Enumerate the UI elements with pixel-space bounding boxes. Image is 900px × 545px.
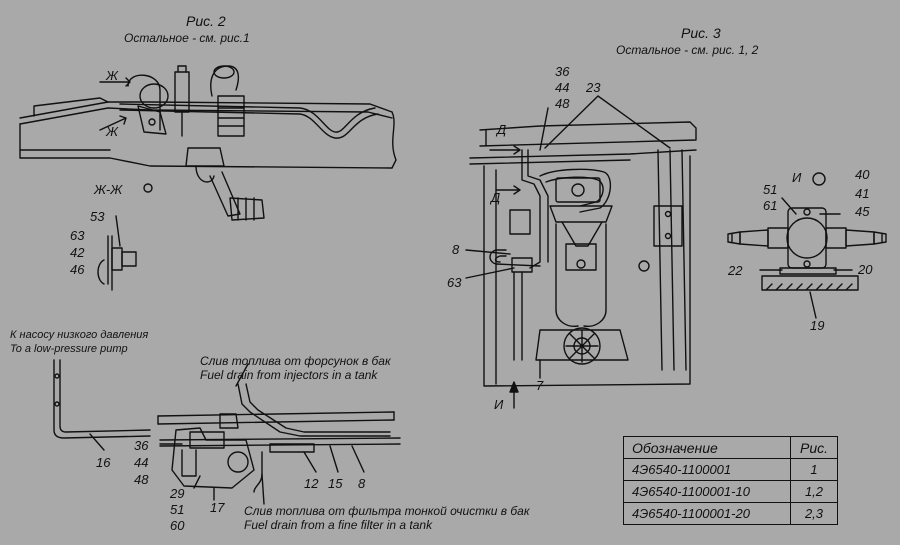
table-cell-fig: 1 — [790, 458, 838, 481]
section-clamp-drawing — [97, 183, 153, 291]
callout-42: 42 — [70, 245, 85, 260]
fig2-frame-assembly — [19, 65, 397, 221]
fig3-title: Рис. 3 — [681, 25, 721, 41]
table-cell-fig: 2,3 — [790, 502, 838, 525]
fig1-callout-29: 29 — [170, 486, 185, 501]
fig3-callout-8: 8 — [452, 242, 460, 257]
detail-callout-61: 61 — [763, 198, 778, 213]
fig1-bottom-assembly — [53, 359, 401, 505]
drain-filter-caption-ru: Слив топлива от фильтра тонкой очистки в… — [244, 504, 530, 518]
table-cell-designation: 4Э6540-1100001-20 — [623, 502, 791, 525]
header-designation: Обозначение — [623, 436, 791, 459]
fig1-callout-36: 36 — [134, 438, 149, 453]
fig1-callout-60: 60 — [170, 518, 185, 533]
detail-callout-20: 20 — [858, 262, 873, 277]
detail-callout-40: 40 — [855, 167, 870, 182]
callout-53: 53 — [90, 209, 105, 224]
fig3-view-mark-bottom: Д — [491, 190, 501, 205]
fig1-callout-8: 8 — [358, 476, 366, 491]
detail-i-valve — [727, 172, 887, 319]
fig1-callout-16: 16 — [96, 455, 111, 470]
drain-injectors-caption-en: Fuel drain from injectors in a tank — [200, 368, 378, 382]
table-row: 4Э6540-1100001 1 — [623, 458, 838, 481]
pump-caption-en: To a low-pressure pump — [10, 343, 128, 355]
fig1-callout-51: 51 — [170, 502, 185, 517]
table-cell-designation: 4Э6540-1100001 — [623, 458, 791, 481]
table-row: 4Э6540-1100001-10 1,2 — [623, 480, 838, 503]
fig3-arrow-label: И — [494, 397, 504, 412]
fig1-callout-48: 48 — [134, 472, 149, 487]
fig2-view-mark-bottom: Ж — [106, 124, 118, 139]
fig3-callout-7: 7 — [536, 378, 544, 393]
fig3-callout-23: 23 — [586, 80, 601, 95]
fig1-callout-44: 44 — [134, 455, 149, 470]
section-title: Ж-Ж — [94, 182, 123, 197]
header-fig: Рис. — [790, 436, 838, 459]
drain-injectors-caption-ru: Слив топлива от форсунок в бак — [200, 354, 391, 368]
fig3-callout-48: 48 — [555, 96, 570, 111]
table-row: 4Э6540-1100001-20 2,3 — [623, 502, 838, 525]
fig1-callout-15: 15 — [328, 476, 343, 491]
detail-callout-19: 19 — [810, 318, 825, 333]
fig3-subtitle: Остальное - см. рис. 1, 2 — [616, 43, 759, 57]
pump-caption-ru: К насосу низкого давления — [10, 329, 149, 341]
callout-46: 46 — [70, 262, 85, 277]
fig3-callout-44: 44 — [555, 80, 570, 95]
fig2-title: Рис. 2 — [186, 13, 226, 29]
fig3-callout-63: 63 — [447, 275, 462, 290]
detail-callout-51: 51 — [763, 182, 778, 197]
fig1-callout-17: 17 — [210, 500, 225, 515]
fig3-view-mark-top: Д — [497, 122, 507, 137]
designation-table: Обозначение Рис. 4Э6540-1100001 1 4Э6540… — [623, 436, 838, 525]
fig1-callout-12: 12 — [304, 476, 319, 491]
table-cell-fig: 1,2 — [790, 480, 838, 503]
detail-i-title: И — [792, 170, 802, 185]
detail-callout-41: 41 — [855, 186, 870, 201]
fig2-view-mark-top: Ж — [106, 68, 118, 83]
fig3-tank-assembly — [465, 95, 697, 409]
drain-filter-caption-en: Fuel drain from a fine filter in a tank — [244, 518, 433, 532]
table-cell-designation: 4Э6540-1100001-10 — [623, 480, 791, 503]
fig3-callout-36: 36 — [555, 64, 570, 79]
detail-callout-45: 45 — [855, 204, 870, 219]
callout-63: 63 — [70, 228, 85, 243]
detail-callout-22: 22 — [728, 263, 743, 278]
fig2-subtitle: Остальное - см. рис.1 — [124, 31, 250, 45]
table-header-row: Обозначение Рис. — [623, 436, 838, 459]
